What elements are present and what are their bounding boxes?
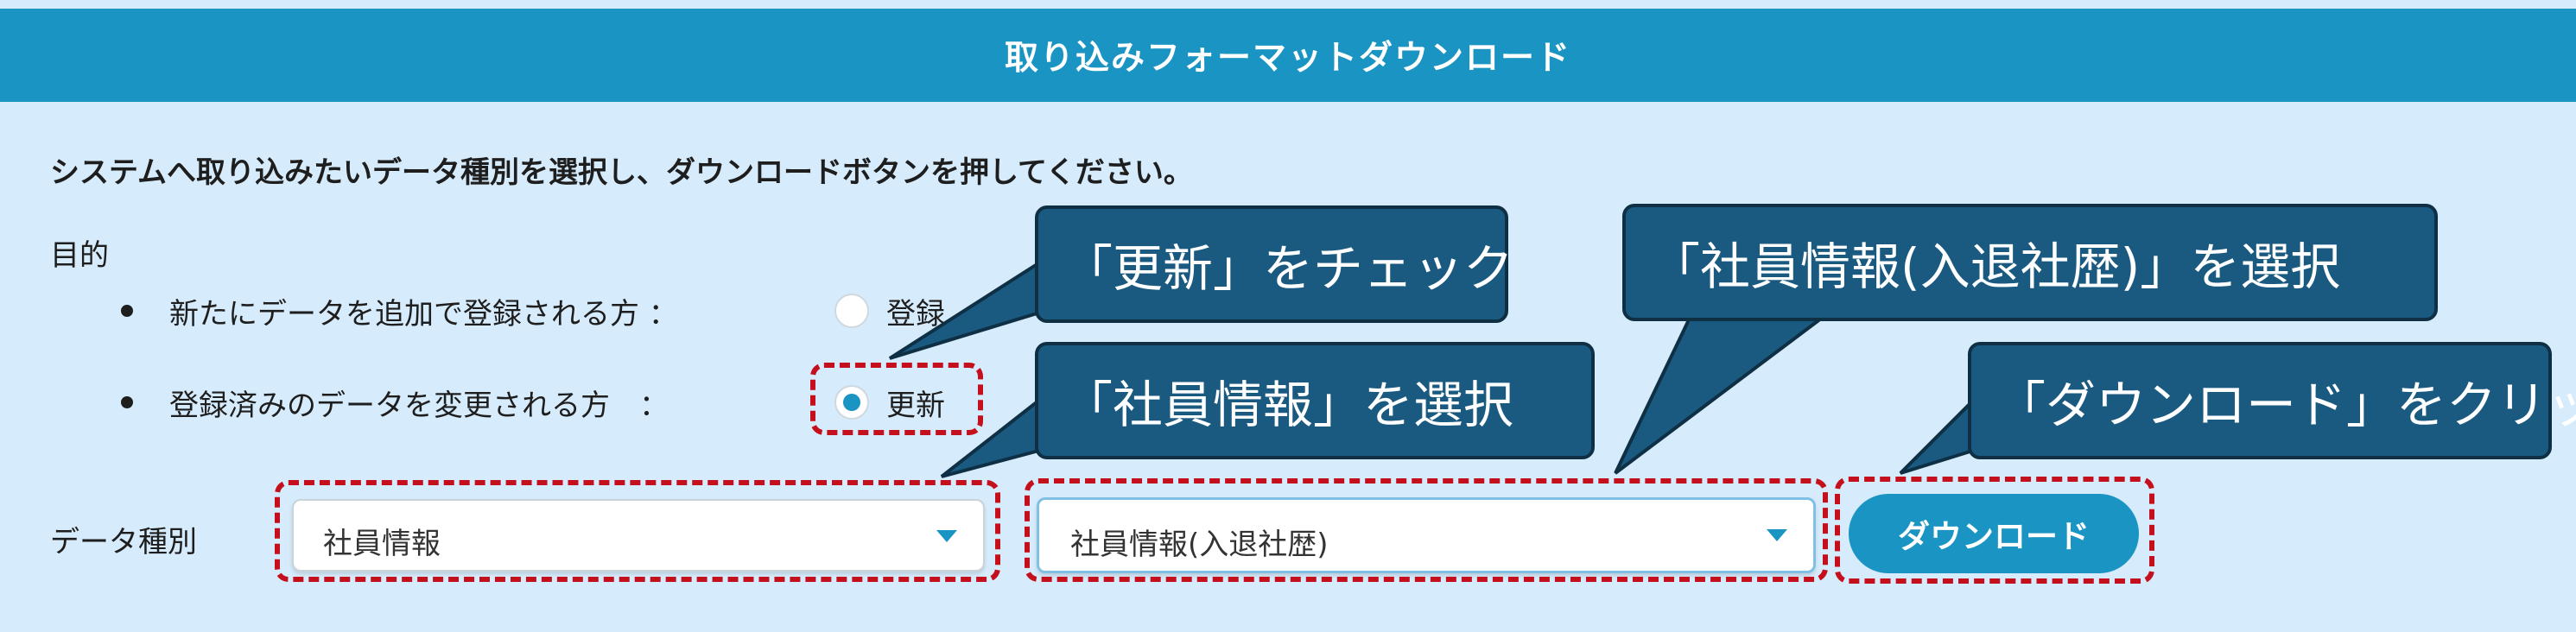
callout-tail-update bbox=[888, 256, 1047, 360]
callout-tail-history bbox=[1614, 309, 1837, 475]
callout-employee-text: 「社員情報」を選択 bbox=[1063, 376, 1514, 434]
highlight-update-radio bbox=[810, 363, 983, 435]
callout-download-text: 「ダウンロード」をクリック bbox=[1995, 376, 2576, 434]
download-button[interactable]: ダウンロード bbox=[1849, 494, 2139, 573]
instruction-text: システムへ取り込みたいデータ種別を選択し、ダウンロードボタンを押してください。 bbox=[50, 155, 1193, 190]
register-radio[interactable] bbox=[834, 294, 869, 328]
highlight-data-subtype-select bbox=[1025, 478, 1828, 582]
data-subtype-select-value: 社員情報(入退社歴) bbox=[1070, 528, 1329, 562]
update-radio-label[interactable]: 更新 bbox=[886, 389, 945, 423]
callout-update: 「更新」をチェック bbox=[1035, 205, 1513, 323]
callout-employee: 「社員情報」を選択 bbox=[1035, 342, 1595, 459]
callout-history: 「社員情報(入退社歴)」を選択 bbox=[1622, 204, 2438, 321]
callout-update-text: 「更新」をチェック bbox=[1063, 239, 1514, 298]
data-subtype-select[interactable]: 社員情報(入退社歴) bbox=[1037, 497, 1816, 573]
callout-download: 「ダウンロード」をクリック bbox=[1968, 342, 2576, 459]
purpose-update-description: 登録済みのデータを変更される方 ： bbox=[169, 389, 669, 423]
data-type-select-value: 社員情報 bbox=[323, 527, 441, 561]
bullet-icon bbox=[121, 305, 133, 317]
register-radio-label[interactable]: 登録 bbox=[886, 297, 945, 332]
purpose-register-description: 新たにデータを追加で登録される方 ： bbox=[169, 297, 678, 332]
highlight-data-type-select bbox=[275, 480, 1000, 582]
callout-tail-download bbox=[1899, 391, 1980, 475]
callout-history-text: 「社員情報(入退社歴)」を選択 bbox=[1650, 237, 2341, 296]
callout-tail-employee bbox=[940, 391, 1047, 478]
purpose-label: 目的 bbox=[50, 238, 109, 273]
chevron-down-icon bbox=[936, 530, 957, 542]
bullet-icon bbox=[121, 396, 133, 408]
panel-title: 取り込みフォーマットダウンロード bbox=[1004, 39, 1571, 78]
update-radio[interactable] bbox=[834, 385, 869, 420]
data-type-label: データ種別 bbox=[50, 525, 197, 559]
panel-header: 取り込みフォーマットダウンロード bbox=[0, 9, 2576, 102]
chevron-down-icon bbox=[1767, 529, 1787, 541]
highlight-download-button bbox=[1835, 477, 2154, 584]
data-type-select[interactable]: 社員情報 bbox=[292, 499, 985, 572]
